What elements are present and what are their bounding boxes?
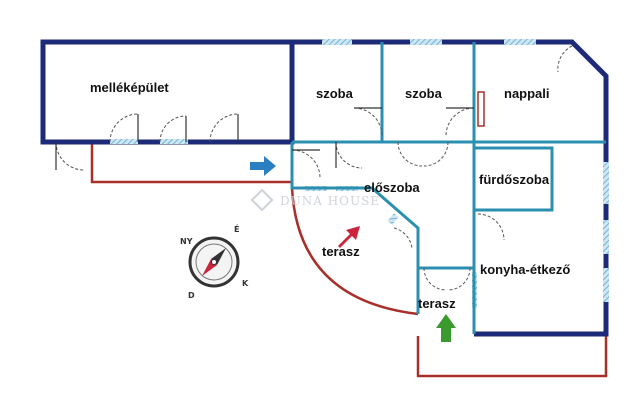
label-annex: melléképület <box>90 80 169 95</box>
watermark-text: DUNA HOUSE <box>280 194 380 208</box>
hall-double-door <box>397 141 449 167</box>
watermark-logo-icon <box>250 188 274 212</box>
label-bathroom: fürdőszoba <box>479 172 550 187</box>
label-terrace-1: terasz <box>322 244 360 259</box>
compass-east: K <box>242 279 249 288</box>
annex-outer-door <box>55 141 85 171</box>
label-hall: előszoba <box>364 180 420 195</box>
kitchen-double-door <box>423 267 471 291</box>
watermark: DUNA HOUSE <box>250 188 380 212</box>
terrace-left-outline <box>290 187 419 316</box>
living-door <box>557 45 573 73</box>
terrace-door <box>393 227 413 249</box>
terrace-2-arrow-icon <box>436 314 456 342</box>
annex-door-2 <box>159 115 187 143</box>
label-kitchen-dining: konyha-étkező <box>480 262 570 277</box>
hall-entry-door <box>291 149 321 179</box>
terrace-right-outline <box>416 336 608 378</box>
annex-door-1 <box>109 113 139 143</box>
entry-path-outline <box>90 142 292 184</box>
room-1-door <box>353 107 383 137</box>
room-labels: melléképület szoba szoba nappali előszob… <box>90 80 570 311</box>
terrace-arrow-icon <box>338 226 360 248</box>
doors <box>55 45 573 291</box>
entry-arrow-icon <box>250 156 276 176</box>
terrace-outlines <box>90 142 608 378</box>
hall-door-1 <box>335 141 363 169</box>
living-niche <box>477 91 485 127</box>
compass-south: D <box>188 291 195 300</box>
compass-icon: É D K NY <box>180 223 249 300</box>
label-room-2: szoba <box>405 86 443 101</box>
interior-walls <box>290 42 606 334</box>
compass-north: É <box>234 223 239 234</box>
bath-door <box>477 213 505 241</box>
annex-door-3 <box>209 113 239 143</box>
compass-west: NY <box>180 237 193 246</box>
label-room-1: szoba <box>316 86 354 101</box>
label-living-room: nappali <box>504 86 550 101</box>
room-2-door <box>445 107 475 137</box>
label-terrace-2: terasz <box>418 296 456 311</box>
